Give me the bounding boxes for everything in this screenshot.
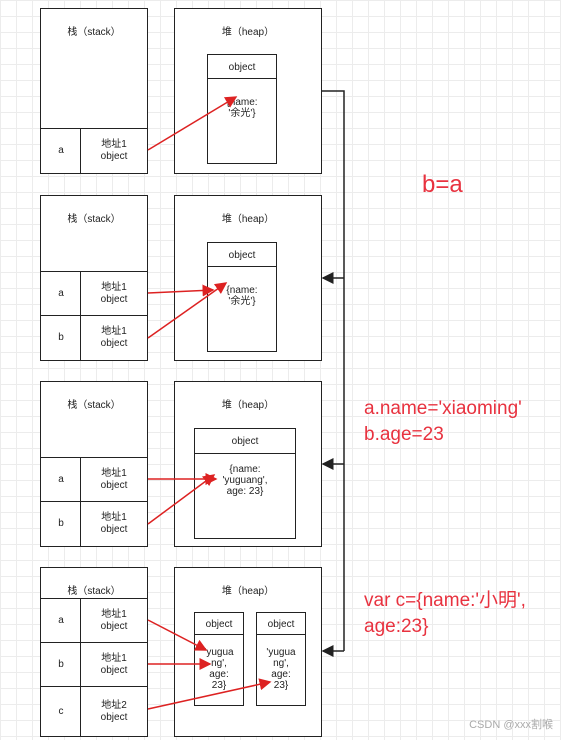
stack-var-a: a [40, 271, 82, 317]
annotation-step1: b=a [422, 171, 463, 198]
stack-var-b: b [40, 501, 82, 547]
pointer-arrow-a [147, 619, 208, 651]
stack-title: 栈（stack） [67, 214, 121, 225]
object-header: object [207, 54, 277, 80]
object-header: object [194, 612, 244, 636]
object-content: {name: '余光'} [207, 266, 277, 352]
stack-addr-a: 地址1 object [80, 128, 148, 174]
stack-addr-b: 地址1 object [80, 642, 148, 688]
pointer-arrow-c [147, 678, 272, 710]
stack-addr-c: 地址2 object [80, 686, 148, 737]
stack-var-c: c [40, 686, 82, 737]
pointer-arrow-b [147, 282, 228, 339]
watermark: CSDN @xxx割喉 [469, 719, 553, 731]
pointer-arrow-a [147, 284, 215, 297]
stack-addr-b: 地址1 object [80, 315, 148, 361]
stack-addr-a: 地址1 object [80, 457, 148, 503]
heap-title: 堆（heap） [221, 400, 275, 411]
heap-title: 堆（heap） [221, 586, 275, 597]
stack-title: 栈（stack） [67, 27, 121, 38]
heap-title: 堆（heap） [221, 214, 275, 225]
object-content: {name: 'yuguang', age: 23} [194, 453, 296, 539]
annotation-step2: a.name='xiaoming' b.age=23 [364, 398, 522, 445]
stack-var-a: a [40, 457, 82, 503]
stack-addr-a: 地址1 object [80, 598, 148, 644]
annotation-step3: var c={name:'小明', age:23} [364, 590, 526, 637]
object-content: 'yugua ng', age: 23} [256, 634, 306, 706]
stack-addr-b: 地址1 object [80, 501, 148, 547]
object-header: object [194, 428, 296, 455]
stack-title: 栈（stack） [67, 400, 121, 411]
pointer-arrow-a [147, 96, 238, 151]
heap-title: 堆（heap） [221, 27, 275, 38]
stack-title: 栈（stack） [67, 586, 121, 597]
flow-line [322, 90, 345, 651]
object-content: {name: '余光'} [207, 78, 277, 164]
pointer-arrow-b [147, 474, 216, 525]
